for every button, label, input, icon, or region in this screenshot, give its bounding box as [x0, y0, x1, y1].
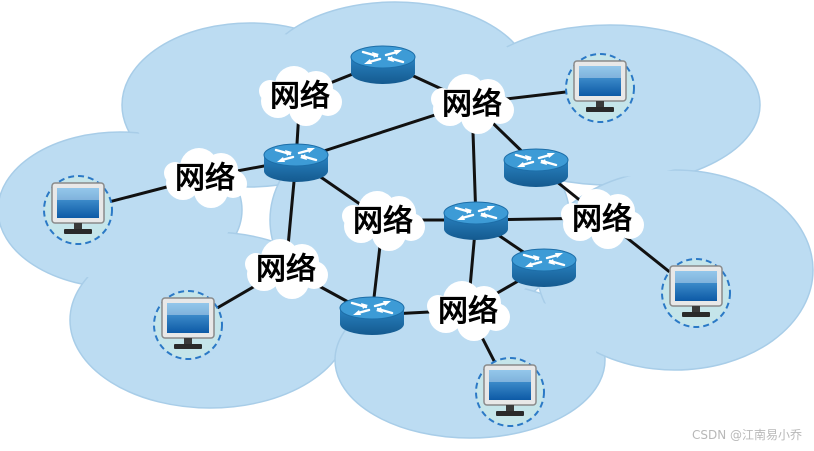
router-icon [338, 295, 406, 337]
router-icon [262, 142, 330, 184]
router-icon [442, 200, 510, 242]
network-cloud: 网络 [427, 281, 510, 341]
network-cloud: 网络 [259, 66, 342, 126]
network-label: 网络 [572, 202, 632, 237]
computer-monitor-icon [565, 53, 635, 123]
network-cloud: 网络 [431, 74, 514, 134]
network-label: 网络 [175, 161, 235, 196]
router-icon [510, 247, 578, 289]
computer-monitor-icon [43, 175, 113, 245]
router-icon [502, 147, 570, 189]
router-icon [349, 44, 417, 86]
computer-monitor-icon [475, 357, 545, 427]
computer-monitor-icon [661, 258, 731, 328]
network-label: 网络 [270, 79, 330, 114]
computer-monitor-icon [153, 290, 223, 360]
watermark: CSDN @江南易小乔 [691, 428, 802, 442]
network-cloud: 网络 [342, 191, 425, 251]
network-cloud: 网络 [164, 148, 247, 208]
network-cloud: 网络 [245, 239, 328, 299]
network-label: 网络 [442, 87, 502, 122]
network-label: 网络 [256, 252, 316, 287]
network-label: 网络 [353, 204, 413, 239]
network-cloud: 网络 [561, 189, 644, 249]
network-label: 网络 [438, 294, 498, 329]
